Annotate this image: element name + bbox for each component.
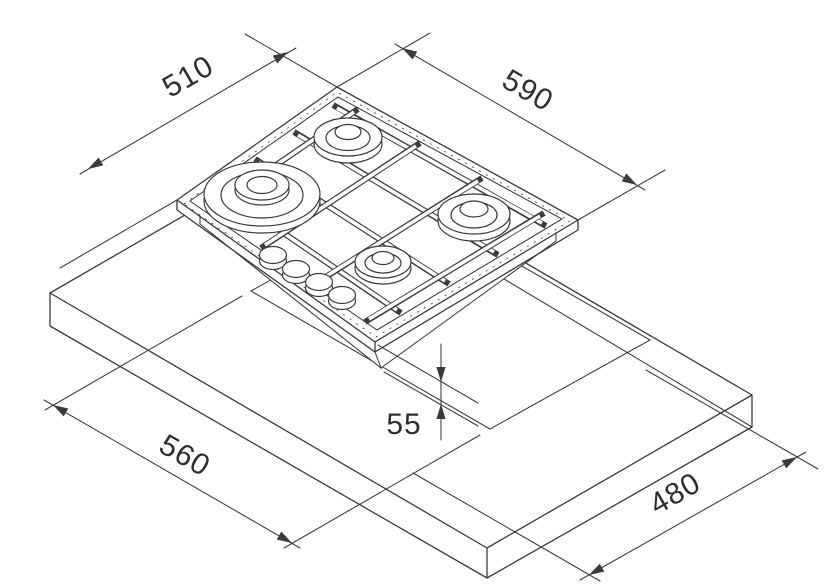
arrow-560-left [50,401,69,417]
dimension-560: 560 [43,399,301,549]
gas-hob [176,86,579,370]
dimension-label-55: 55 [386,408,421,441]
knob-2 [281,259,311,285]
arrow-480-left [586,563,605,579]
knob-4 [327,285,357,311]
burner-front-small [354,245,412,285]
arrow-510-right [272,48,291,64]
knob-3 [304,272,334,298]
dimension-label-480: 480 [644,466,706,521]
dimension-55: 55 [377,343,479,441]
control-knobs [258,245,357,311]
arrow-480-right [781,453,800,469]
arrow-510-left [85,157,104,173]
dimension-480: 480 [579,451,807,581]
burner-right [437,193,511,242]
arrow-590-left [399,44,418,60]
dimension-label-510: 510 [157,49,219,104]
dimension-label-590: 590 [497,63,559,118]
cutout-extension-lines [44,295,819,582]
arrow-560-right [276,531,295,547]
burner-wok-large [203,161,321,234]
burner-back-center [313,117,383,164]
knob-1 [258,245,288,271]
dimension-label-560: 560 [154,428,216,483]
